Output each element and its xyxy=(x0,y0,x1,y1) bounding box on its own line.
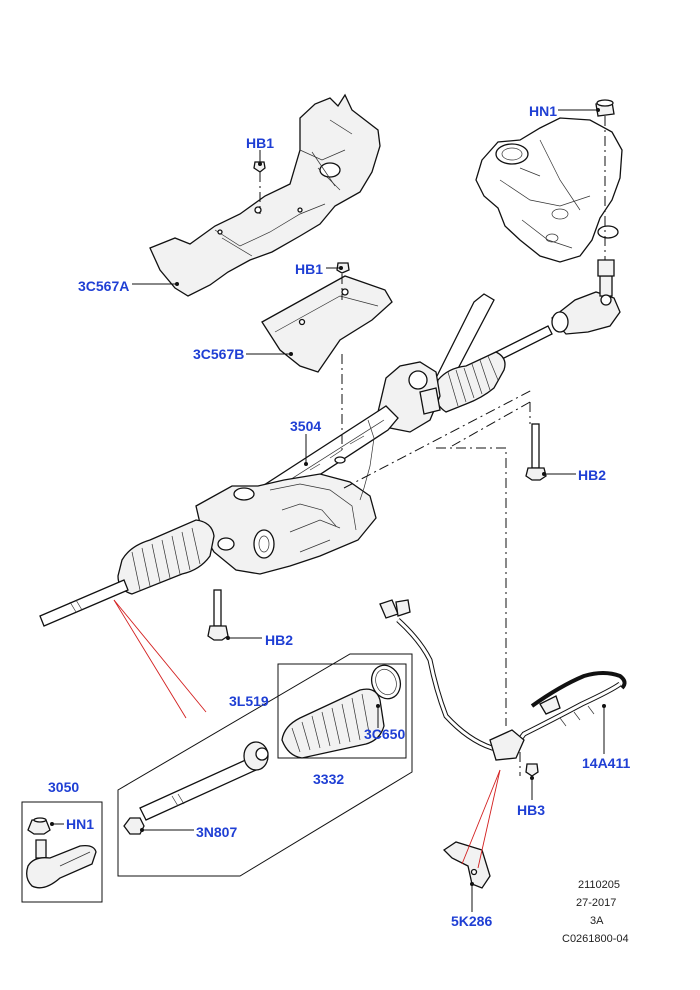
bolt-hb2-left xyxy=(207,589,229,641)
callout-3050: 3050 xyxy=(48,779,80,795)
drawing-ref-line-3: 3A xyxy=(590,915,604,927)
callout-3504: 3504 xyxy=(290,418,322,434)
callout-hb2-right: HB2 xyxy=(578,467,607,483)
fastener-hb1-upper xyxy=(253,161,266,173)
tie-rod-end-kit-box xyxy=(21,801,103,903)
alignment-lines xyxy=(259,116,606,776)
bolt-hb2-right xyxy=(525,423,547,481)
callout-hb3: HB3 xyxy=(517,802,546,818)
callout-3c567b: 3C567B xyxy=(193,346,245,362)
red-leaders xyxy=(113,599,501,869)
fastener-hb3 xyxy=(525,763,539,777)
callout-3l519: 3L519 xyxy=(229,693,269,709)
tie-rod-end-right xyxy=(551,259,621,335)
callout-3c650: 3C650 xyxy=(364,726,406,742)
callout-5k286: 5K286 xyxy=(451,913,493,929)
callout-14a411: 14A411 xyxy=(582,755,631,771)
callout-3c567a: 3C567A xyxy=(78,278,130,294)
steering-rack xyxy=(39,293,553,627)
steering-knuckle xyxy=(475,99,623,263)
callout-hb1-upper: HB1 xyxy=(246,135,275,151)
callout-hb1-lower: HB1 xyxy=(295,261,324,277)
callout-hn1-top: HN1 xyxy=(529,103,558,119)
wiring-harness xyxy=(379,599,627,761)
drawing-ref-line-1: 2110205 xyxy=(578,879,621,891)
bracket-5k286 xyxy=(442,841,491,889)
callout-3332: 3332 xyxy=(313,771,345,787)
heat-shield-upper xyxy=(149,93,381,297)
drawing-ref-line-4: C0261800-04 xyxy=(562,933,629,945)
heat-shield-lower xyxy=(261,275,393,373)
callout-hn1-box: HN1 xyxy=(66,816,95,832)
callout-3n807: 3N807 xyxy=(196,824,238,840)
tie-rod-kit-box xyxy=(117,653,413,877)
callout-leaders xyxy=(50,108,606,912)
callout-hb2-left: HB2 xyxy=(265,632,294,648)
drawing-ref-line-2: 27-2017 xyxy=(576,897,617,909)
